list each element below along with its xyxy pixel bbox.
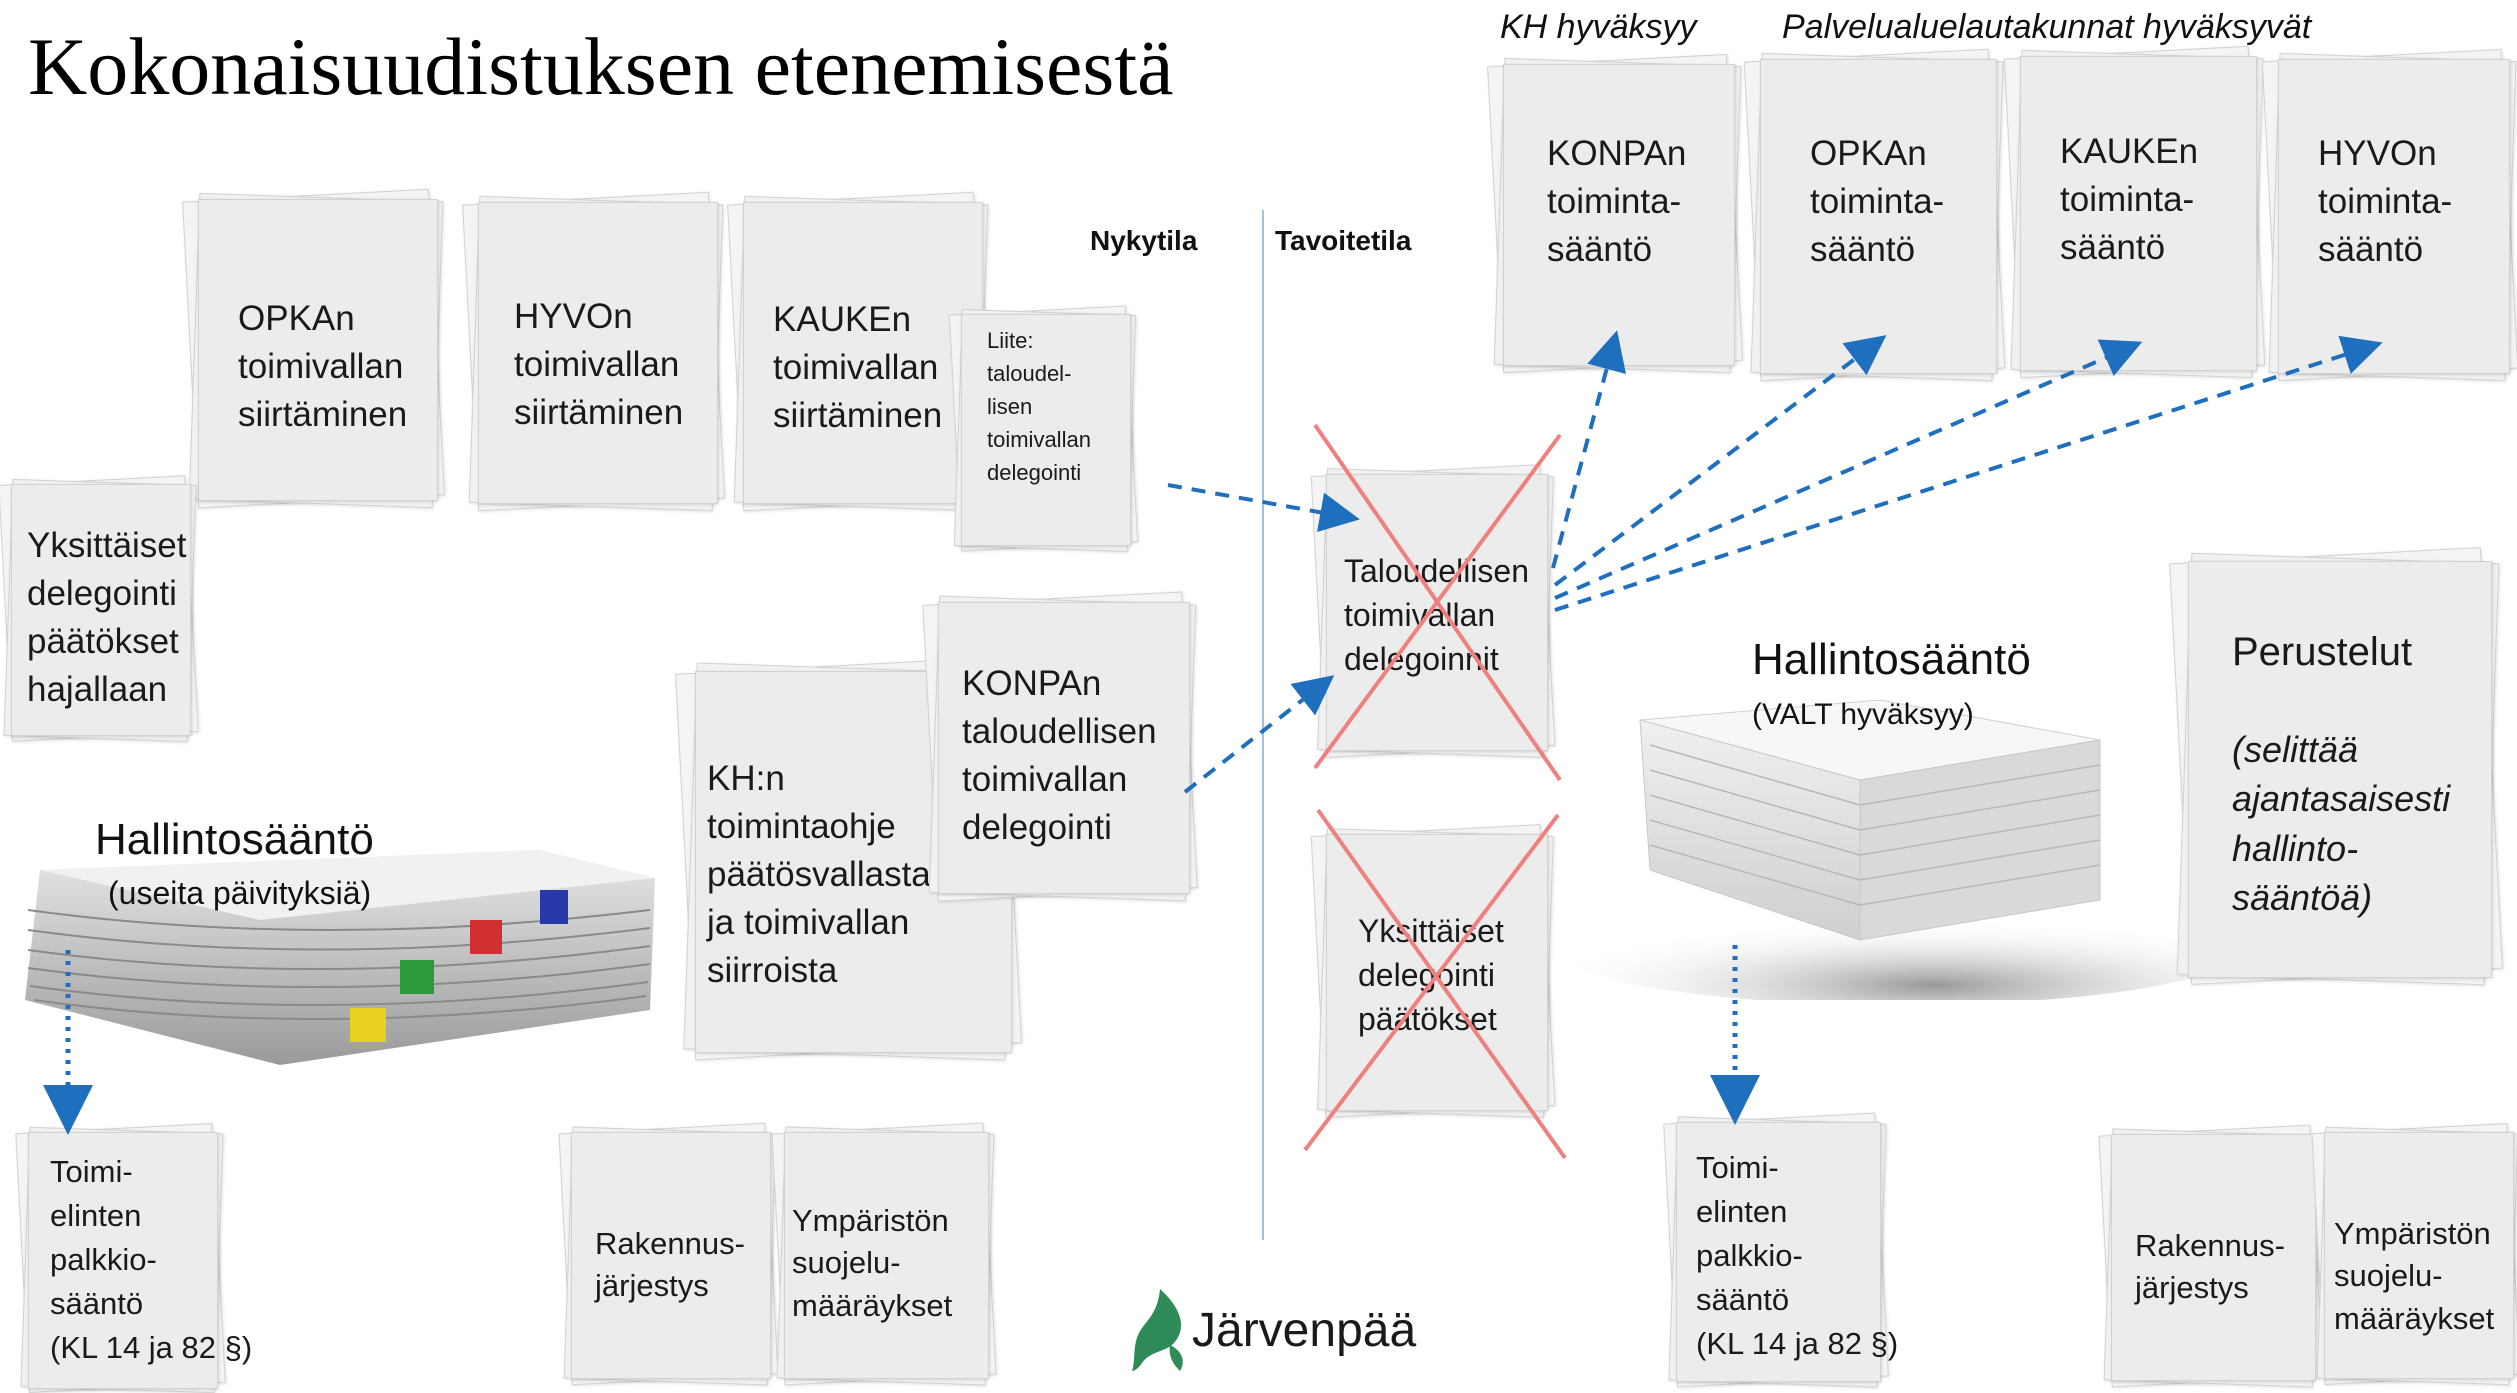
committees-approve-label: Palvelualuelautakunnat hyväksyvät [1782, 8, 2312, 46]
hyvo-delegation-doc: HYVOn toimivallan siirtäminen [462, 191, 725, 512]
building-order-right-text: Rakennus- järjestys [2135, 1228, 2285, 1306]
admin-rule-old-title: Hallintosääntö [95, 815, 374, 864]
fee-rule-left-text: Toimi- elinten palkkio- sääntö (KL 14 ja… [50, 1154, 253, 1366]
cross-individual-a [1316, 808, 1567, 1160]
konpa-financial-text: KONPAn taloudellisen toimivallan delegoi… [962, 664, 1157, 847]
paper-stack-new-icon [1560, 699, 2240, 1005]
opka-delegation-doc: OPKAn toimivallan siirtäminen [182, 188, 445, 509]
konpa-to-financial-arrow [1183, 675, 1335, 794]
leaf-drop-icon [1132, 1289, 1183, 1371]
kh-approves-label: KH hyväksyy [1500, 8, 1697, 46]
financial-delegations-text: Taloudellisen toimivallan delegoinnit [1344, 553, 1530, 677]
to-opka-rule-arrow [1553, 335, 1887, 587]
target-state-label: Tavoitetila [1275, 225, 1412, 256]
kauke-rule-text: KAUKEn toiminta- sääntö [2060, 132, 2199, 267]
admin-rule-stack-old [20, 800, 660, 1070]
kauke-rule-doc: KAUKEn toiminta- sääntö [2003, 45, 2266, 379]
individual-decisions-text: Yksittäiset delegointi päätökset hajalla… [27, 526, 187, 709]
konpa-financial-doc: KONPAn taloudellisen toimivallan delegoi… [922, 591, 1198, 902]
current-state-label: Nykytila [1090, 225, 1198, 256]
cross-financial-b [1313, 433, 1562, 770]
environment-right-text: Ympäristön suojelu- määräykset [2334, 1216, 2495, 1336]
opka-delegation-text: OPKAn toimivallan siirtäminen [238, 299, 408, 434]
environment-left-text: Ympäristön suojelu- määräykset [792, 1203, 953, 1323]
fee-rule-right-doc: Toimi- elinten palkkio- sääntö (KL 14 ja… [1663, 1112, 1898, 1388]
cross-individual-b [1303, 813, 1560, 1152]
hyvo-rule-text: HYVOn toiminta- sääntö [2318, 134, 2453, 269]
justification-body: (selittää ajantasaisesti hallinto- säänt… [2232, 729, 2451, 918]
to-kauke-rule-arrow [1554, 339, 2143, 600]
paper-stack-old-icon [25, 850, 655, 1065]
admin-rule-new-subtitle: (VALT hyväksyy) [1752, 698, 1974, 731]
to-hyvo-rule-arrow [1554, 335, 2383, 612]
appendix-to-financial-arrow [1167, 483, 1360, 533]
kauke-delegation-doc: KAUKEn toimivallan siirtäminen [727, 191, 990, 512]
justification-doc: Perustelut (selittää ajantasaisesti hall… [2169, 547, 2503, 986]
building-order-left-doc: Rakennus- järjestys [558, 1122, 779, 1386]
page-title: Kokonaisuudistuksen etenemisestä [28, 21, 1174, 112]
konpa-rule-doc: KONPAn toiminta- sääntö [1487, 53, 1743, 374]
hyvo-rule-doc: HYVOn toiminta- sääntö [2261, 48, 2517, 382]
admin-rule-new-title: Hallintosääntö [1752, 635, 2031, 684]
building-order-left-text: Rakennus- järjestys [595, 1226, 745, 1304]
state-divider [1262, 210, 1264, 1240]
fee-rule-right-text: Toimi- elinten palkkio- sääntö (KL 14 ja… [1696, 1150, 1899, 1362]
opka-rule-text: OPKAn toiminta- sääntö [1810, 134, 1945, 269]
hyvo-delegation-text: HYVOn toimivallan siirtäminen [514, 297, 684, 432]
appendix-text: Liite: taloudel- lisen toimivallan deleg… [987, 328, 1091, 485]
environment-left-doc: Ympäristön suojelu- määräykset [771, 1122, 997, 1386]
to-konpa-rule-arrow [1551, 330, 1626, 569]
konpa-rule-text: KONPAn toiminta- sääntö [1547, 134, 1687, 269]
appendix-doc: Liite: taloudel- lisen toimivallan deleg… [948, 305, 1139, 552]
logo-wordmark: Järvenpää [1192, 1304, 1417, 1357]
environment-right-doc: Ympäristön suojelu- määräykset [2311, 1123, 2517, 1386]
justification-title: Perustelut [2232, 630, 2413, 674]
opka-rule-doc: OPKAn toiminta- sääntö [1743, 48, 2006, 382]
financial-delegations-doc: Taloudellisen toimivallan delegoinnit [1310, 464, 1556, 758]
building-order-right-doc: Rakennus- järjestys [2098, 1124, 2324, 1388]
kh-instruction-text: KH:n toimintaohje päätösvallasta ja toim… [707, 759, 931, 990]
fee-rule-left-doc: Toimi- elinten palkkio- sääntö (KL 14 ja… [15, 1123, 252, 1393]
individual-decisions-doc: Yksittäiset delegointi päätökset hajalla… [0, 475, 199, 743]
admin-rule-old-subtitle: (useita päivityksiä) [108, 875, 372, 911]
kauke-delegation-text: KAUKEn toimivallan siirtäminen [773, 300, 943, 435]
admin-rule-stack-new [1540, 699, 2240, 1005]
